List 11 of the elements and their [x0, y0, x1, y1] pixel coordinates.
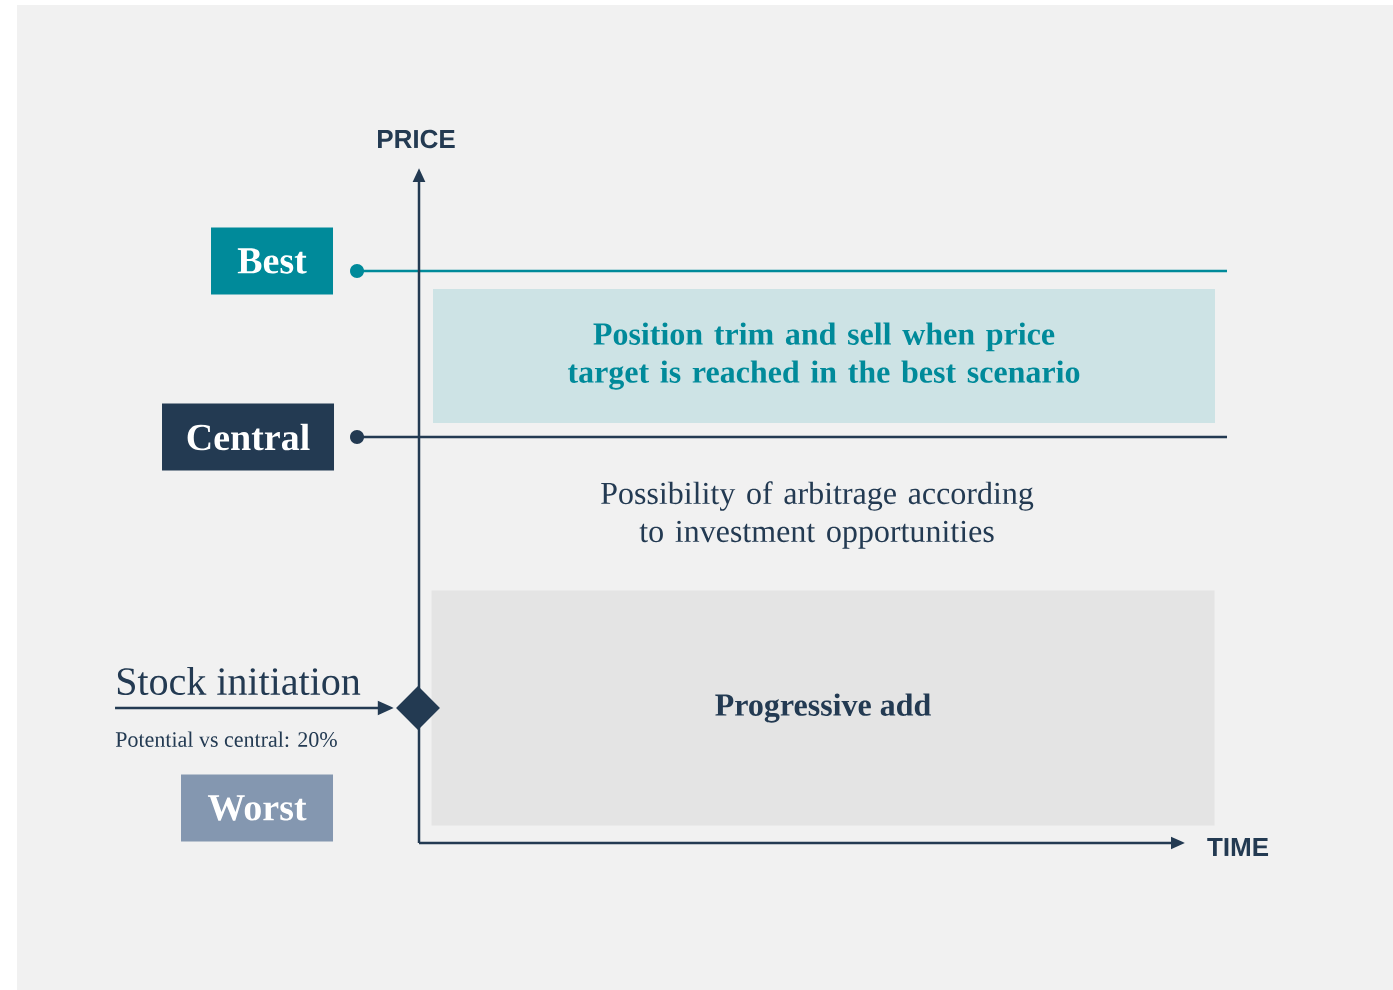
scenario-box: Best: [211, 227, 333, 295]
node-label: Potential vs central: 20%: [115, 731, 337, 748]
hatched-zone: Progressive add: [431, 590, 1215, 826]
diamond-marker: [396, 686, 440, 730]
axis-title: PRICE: [378, 129, 455, 149]
zone-box: Position trim and sell when price target is reached in the best scenario: [433, 289, 1215, 423]
axis-title: TIME: [1207, 838, 1269, 856]
note-text: Possibility of arbitrage according to investment opportunities: [601, 481, 1034, 549]
initiation-text: Stock initiation: [117, 666, 361, 696]
scenario-box: Central: [162, 403, 334, 471]
scenario-box: Worst: [181, 774, 333, 842]
